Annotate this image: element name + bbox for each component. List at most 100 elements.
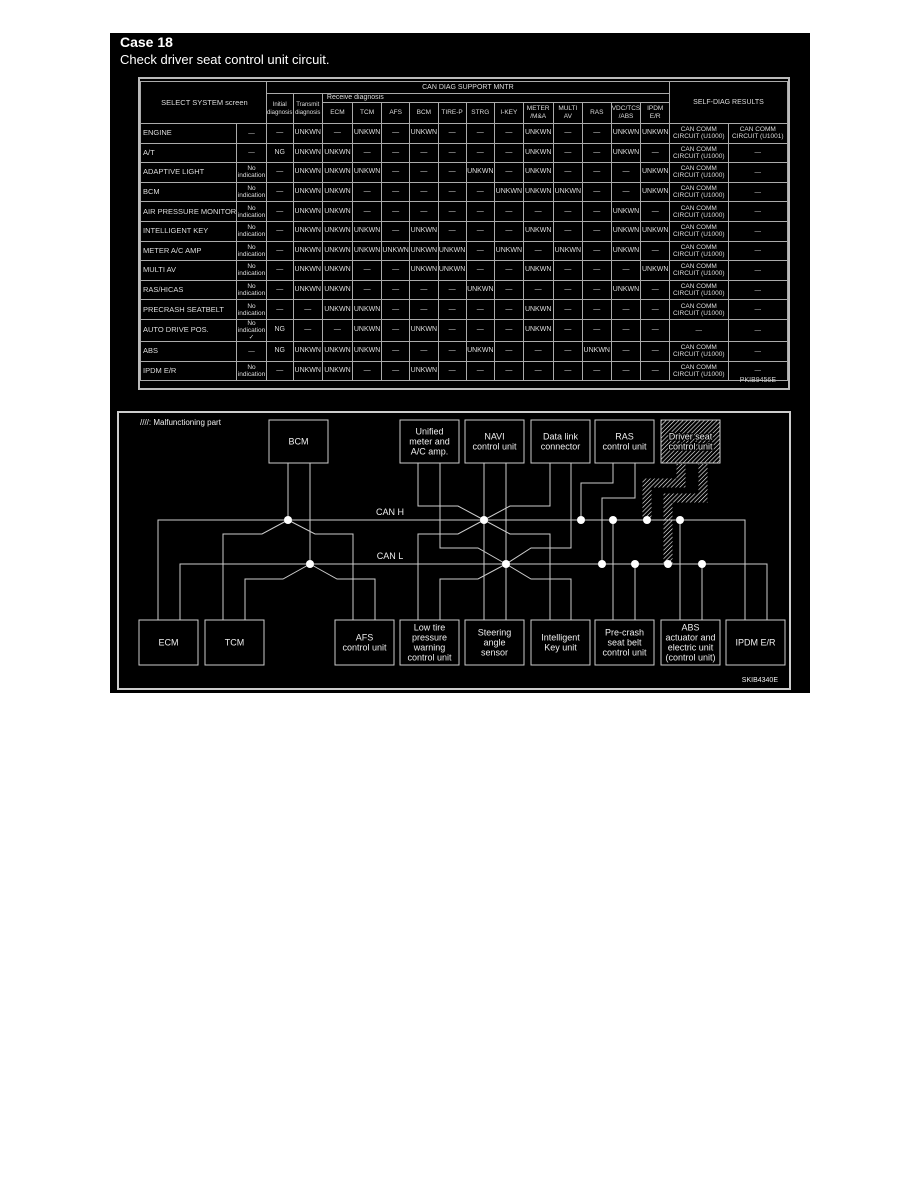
unit-intelligent-key — [530, 619, 591, 666]
table-cell: — — [727, 318, 789, 342]
unit-pre-crash — [594, 619, 655, 666]
unit-pre-crash-label: seat belt — [607, 638, 642, 648]
can-wire — [483, 463, 551, 521]
splice-point — [577, 516, 585, 524]
unit-unified-meter-label: meter and — [409, 437, 450, 447]
unit-steering-angle-label: Steering — [478, 628, 512, 638]
unit-driver-seat-label: control unit — [668, 442, 713, 452]
can-wire — [309, 563, 376, 620]
table-cell: — — [465, 360, 496, 382]
unit-low-tire-pressure — [399, 619, 460, 666]
receive-col-header: TIRE-P — [437, 102, 467, 124]
receive-col-header: STRG — [465, 102, 496, 124]
can-wire — [222, 519, 289, 620]
table-cell: UNKWN — [292, 123, 323, 144]
unit-low-tire-pressure-label: Low tire — [414, 623, 446, 633]
table-cell: — — [437, 360, 467, 382]
unit-bcm — [268, 419, 329, 464]
unit-abs-label: actuator and — [665, 633, 715, 643]
unit-intelligent-key-label: Intelligent — [541, 633, 580, 643]
table-cell: — — [351, 142, 383, 164]
can-wire — [439, 563, 507, 620]
case-subtitle: Check driver seat control unit circuit. — [120, 52, 330, 67]
unit-intelligent-key-label: Key unit — [544, 643, 577, 653]
can-wire — [417, 463, 485, 521]
case-title: Case 18 — [120, 34, 173, 50]
table-cell: — — [381, 260, 411, 281]
table-cell: — — [610, 318, 642, 342]
splice-point — [631, 560, 639, 568]
splice-point — [676, 516, 684, 524]
receive-col-header: TCM — [351, 102, 383, 124]
table-cell: — — [610, 260, 642, 281]
table-cell: — — [727, 220, 789, 242]
receive-col-header: RAS — [581, 102, 612, 124]
figure-code: SKIB4340E — [742, 677, 779, 684]
table-cell: — — [640, 318, 670, 342]
table-cell: — — [640, 360, 670, 382]
splice-point — [698, 560, 706, 568]
legend-malfunctioning-part: ////: Malfunctioning part — [140, 418, 222, 427]
unit-abs — [660, 619, 721, 666]
unit-ras-label: RAS — [615, 432, 634, 442]
system-name: IPDM E/R — [139, 360, 238, 382]
can-wire — [505, 563, 572, 620]
table-cell: — — [465, 318, 496, 342]
system-name: AUTO DRIVE POS. — [139, 318, 238, 342]
unit-driver-seat — [660, 419, 721, 464]
table-cell: — — [381, 360, 411, 382]
receive-col-header: MULTI AV — [552, 102, 583, 124]
can-wire — [244, 563, 311, 620]
unit-afs-label: control unit — [342, 643, 387, 653]
table-cell: — — [381, 318, 411, 342]
can-wire — [439, 463, 507, 565]
table-cell: — — [727, 360, 789, 382]
unit-driver-seat-label: Driver seat — [669, 432, 713, 442]
can-wire — [601, 463, 636, 564]
table-cell: — — [610, 299, 642, 320]
unit-navi-label: control unit — [472, 442, 517, 452]
malfunction-wire-l — [663, 464, 708, 564]
splice-point — [609, 516, 617, 524]
unit-bcm-label: BCM — [289, 437, 309, 447]
splice-point — [643, 516, 651, 524]
table-cell: — — [494, 318, 524, 342]
unit-tcm-label: TCM — [225, 638, 245, 648]
unit-pre-crash-label: control unit — [602, 648, 647, 658]
table-cell: — — [727, 240, 789, 262]
unit-navi-label: NAVI — [484, 432, 504, 442]
unit-abs-label: electric unit — [668, 643, 714, 653]
unit-data-link-connector — [530, 419, 591, 464]
table-cell: — — [437, 318, 467, 342]
receive-col-header: AFS — [381, 102, 411, 124]
can-wire — [157, 519, 746, 620]
splice-point — [480, 516, 488, 524]
splice-point — [502, 560, 510, 568]
splice-point — [284, 516, 292, 524]
unit-unified-meter-label: Unified — [415, 427, 443, 437]
unit-data-link-connector-label: Data link — [543, 432, 579, 442]
unit-steering-angle-label: sensor — [481, 648, 508, 658]
table-cell: UNKWN — [351, 240, 383, 262]
table-row: AUTO DRIVE POS.No indication ✓NG——UNKWN—… — [139, 318, 789, 342]
unit-abs-label: ABS — [681, 623, 699, 633]
table-cell: — — [351, 360, 383, 382]
unit-ipdm — [725, 619, 786, 666]
table-cell: UNKWN — [552, 181, 583, 203]
unit-data-link-connector-label: connector — [541, 442, 581, 452]
unit-ecm-label: ECM — [159, 638, 179, 648]
table-cell: No indication — [236, 360, 267, 382]
table-cell: UNKWN — [409, 318, 439, 342]
unit-unified-meter-label: A/C amp. — [411, 447, 449, 457]
unit-low-tire-pressure-label: control unit — [407, 653, 452, 663]
